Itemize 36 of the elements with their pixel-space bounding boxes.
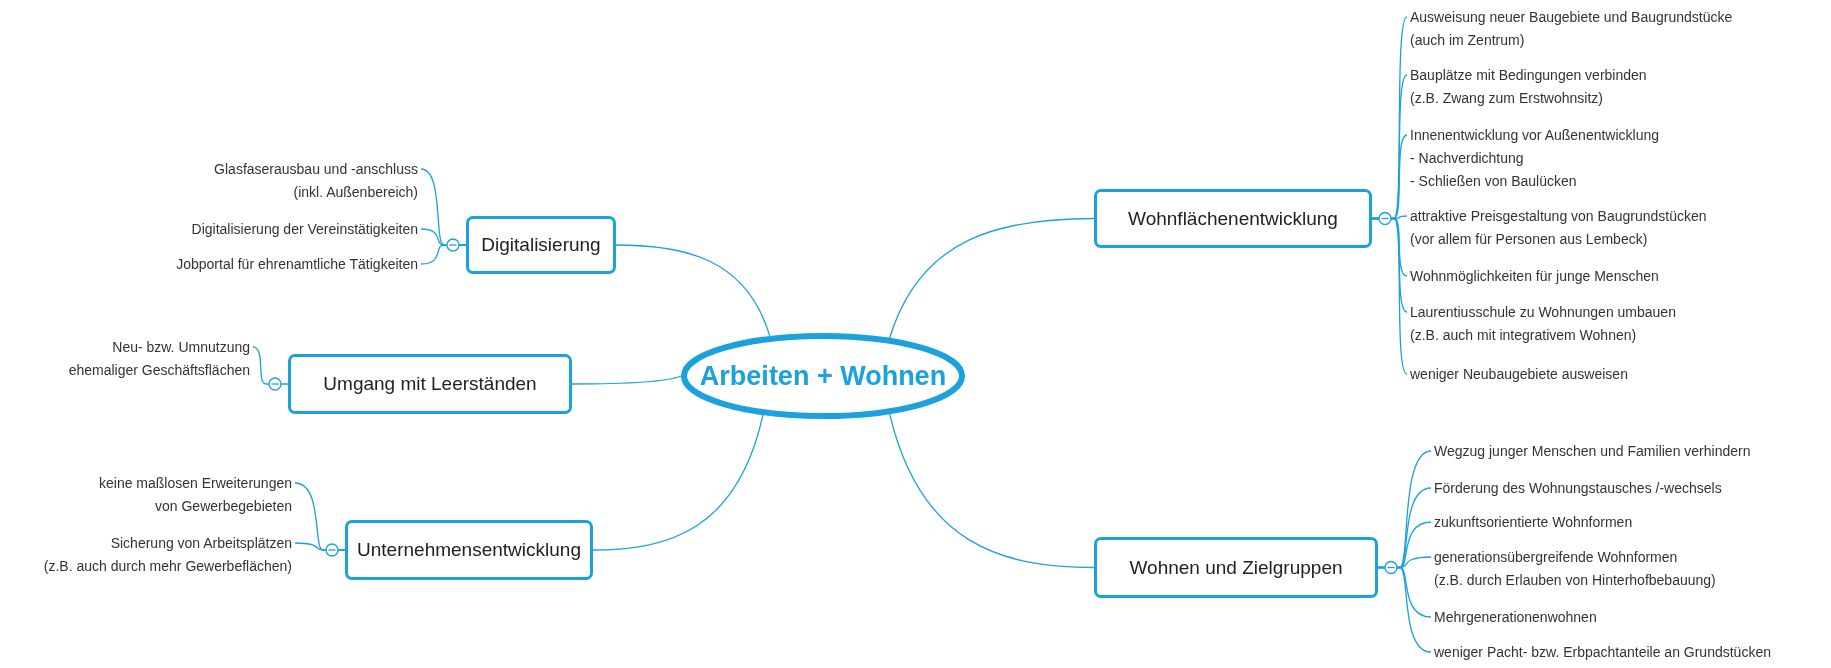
main-topic-title: Arbeiten + Wohnen	[699, 360, 947, 392]
branch-text: Wohnmöglichkeiten für junge Menschen	[1410, 265, 1659, 288]
branch-line	[571, 375, 682, 385]
branch-line	[294, 542, 346, 551]
branch-line	[420, 244, 467, 265]
branch-line	[592, 414, 764, 551]
branch-text: Wegzug junger Menschen und Familien verhindern	[1434, 440, 1751, 463]
branch-text: Neu- bzw. Umnutzung ehemaliger Geschäftsflächen	[68, 336, 250, 382]
branch-text: weniger Neubaugebiete ausweisen	[1410, 363, 1628, 386]
branch-line	[615, 244, 771, 337]
branch-text: attraktive Preisgestaltung von Baugrundstücken (vor allem für Personen aus Lembeck)	[1410, 205, 1707, 251]
topic-box: Unternehmensentwicklung	[345, 520, 593, 580]
branch-text: weniger Pacht- bzw. Erbpachtanteile an Grundstücken	[1434, 641, 1771, 664]
topic-box: Wohnen und Zielgruppen	[1094, 537, 1378, 598]
branch-line	[889, 217, 1095, 339]
topic-box: Digitalisierung	[466, 216, 616, 274]
branch-text: Förderung des Wohnungstausches /-wechsels	[1434, 477, 1722, 500]
branch-text: Bauplätze mit Bedingungen verbinden (z.B. Zwang zum Erstwohnsitz)	[1410, 64, 1647, 110]
branch-text: Ausweisung neuer Baugebiete und Baugrundstücke (auch im Zentrum)	[1410, 6, 1733, 52]
branch-line	[1377, 566, 1432, 653]
branch-text: generationsübergreifende Wohnformen (z.B. durch Erlauben von Hinterhofbebauung)	[1434, 546, 1716, 592]
branch-text: Sicherung von Arbeitsplätzen (z.B. auch durch mehr Gewerbeflächen)	[43, 532, 292, 578]
branch-text: Glasfaserausbau und -anschluss (inkl. Außenbereich)	[214, 158, 418, 204]
branch-line	[252, 346, 289, 385]
branch-text: zukunftsorientierte Wohnformen	[1434, 511, 1633, 534]
branch-text: Jobportal für ehrenamtliche Tätigkeiten	[176, 253, 418, 276]
branch-text: keine maßlosen Erweiterungen von Gewerbegebieten	[99, 472, 292, 518]
central-topic-ellipse	[681, 333, 965, 419]
branch-line	[1371, 217, 1408, 375]
topic-box: Wohnflächenentwicklung	[1094, 189, 1372, 248]
branch-line	[889, 413, 1095, 569]
topic-box: Umgang mit Leerständen	[288, 354, 572, 414]
branch-text: Mehrgenerationenwohnen	[1434, 606, 1597, 629]
branch-text: Digitalisierung der Vereinstätigkeiten	[191, 218, 418, 241]
branch-text: Innenentwicklung vor Außenentwicklung - Nachverdichtung - Schließen von Baulücken	[1410, 124, 1660, 193]
branch-text: Laurentiusschule zu Wohnungen umbauen (z.B. auch mit integrativem Wohnen)	[1410, 301, 1676, 347]
